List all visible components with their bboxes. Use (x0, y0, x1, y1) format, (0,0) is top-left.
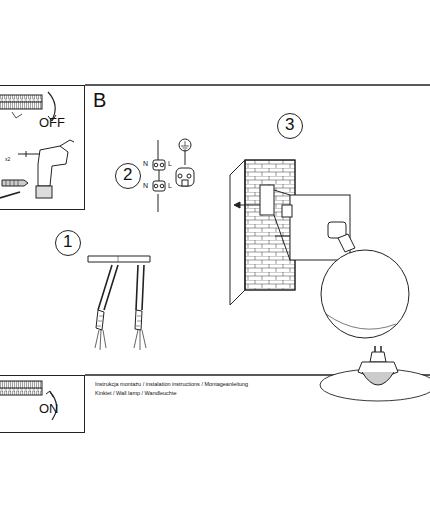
callout-number: 2 (123, 166, 132, 185)
step-panel: OFF x2 (0, 85, 85, 210)
quantity-label: x2 (5, 157, 10, 163)
state-label: OFF (39, 116, 65, 130)
instruction-note: Instrukcja montażu / instalation instruc… (95, 381, 248, 387)
wire-label: N (143, 182, 148, 190)
instruction-note: Kinkiet / Wall lamp / Wandleuchte (95, 390, 177, 396)
callout-number: 1 (63, 233, 72, 252)
step-letter: B (93, 89, 106, 111)
step-panel: ON (0, 375, 85, 433)
wire-label: N (143, 160, 148, 168)
callout-circle: 2 (115, 163, 141, 189)
wire-label: L (168, 160, 172, 168)
callout-number: 3 (285, 116, 294, 135)
wire-label: L (168, 182, 172, 190)
state-label: ON (39, 402, 59, 416)
step-frame: B 2 3 (85, 85, 430, 375)
callout-circle: 1 (55, 230, 81, 256)
callout-circle: 3 (277, 113, 303, 139)
